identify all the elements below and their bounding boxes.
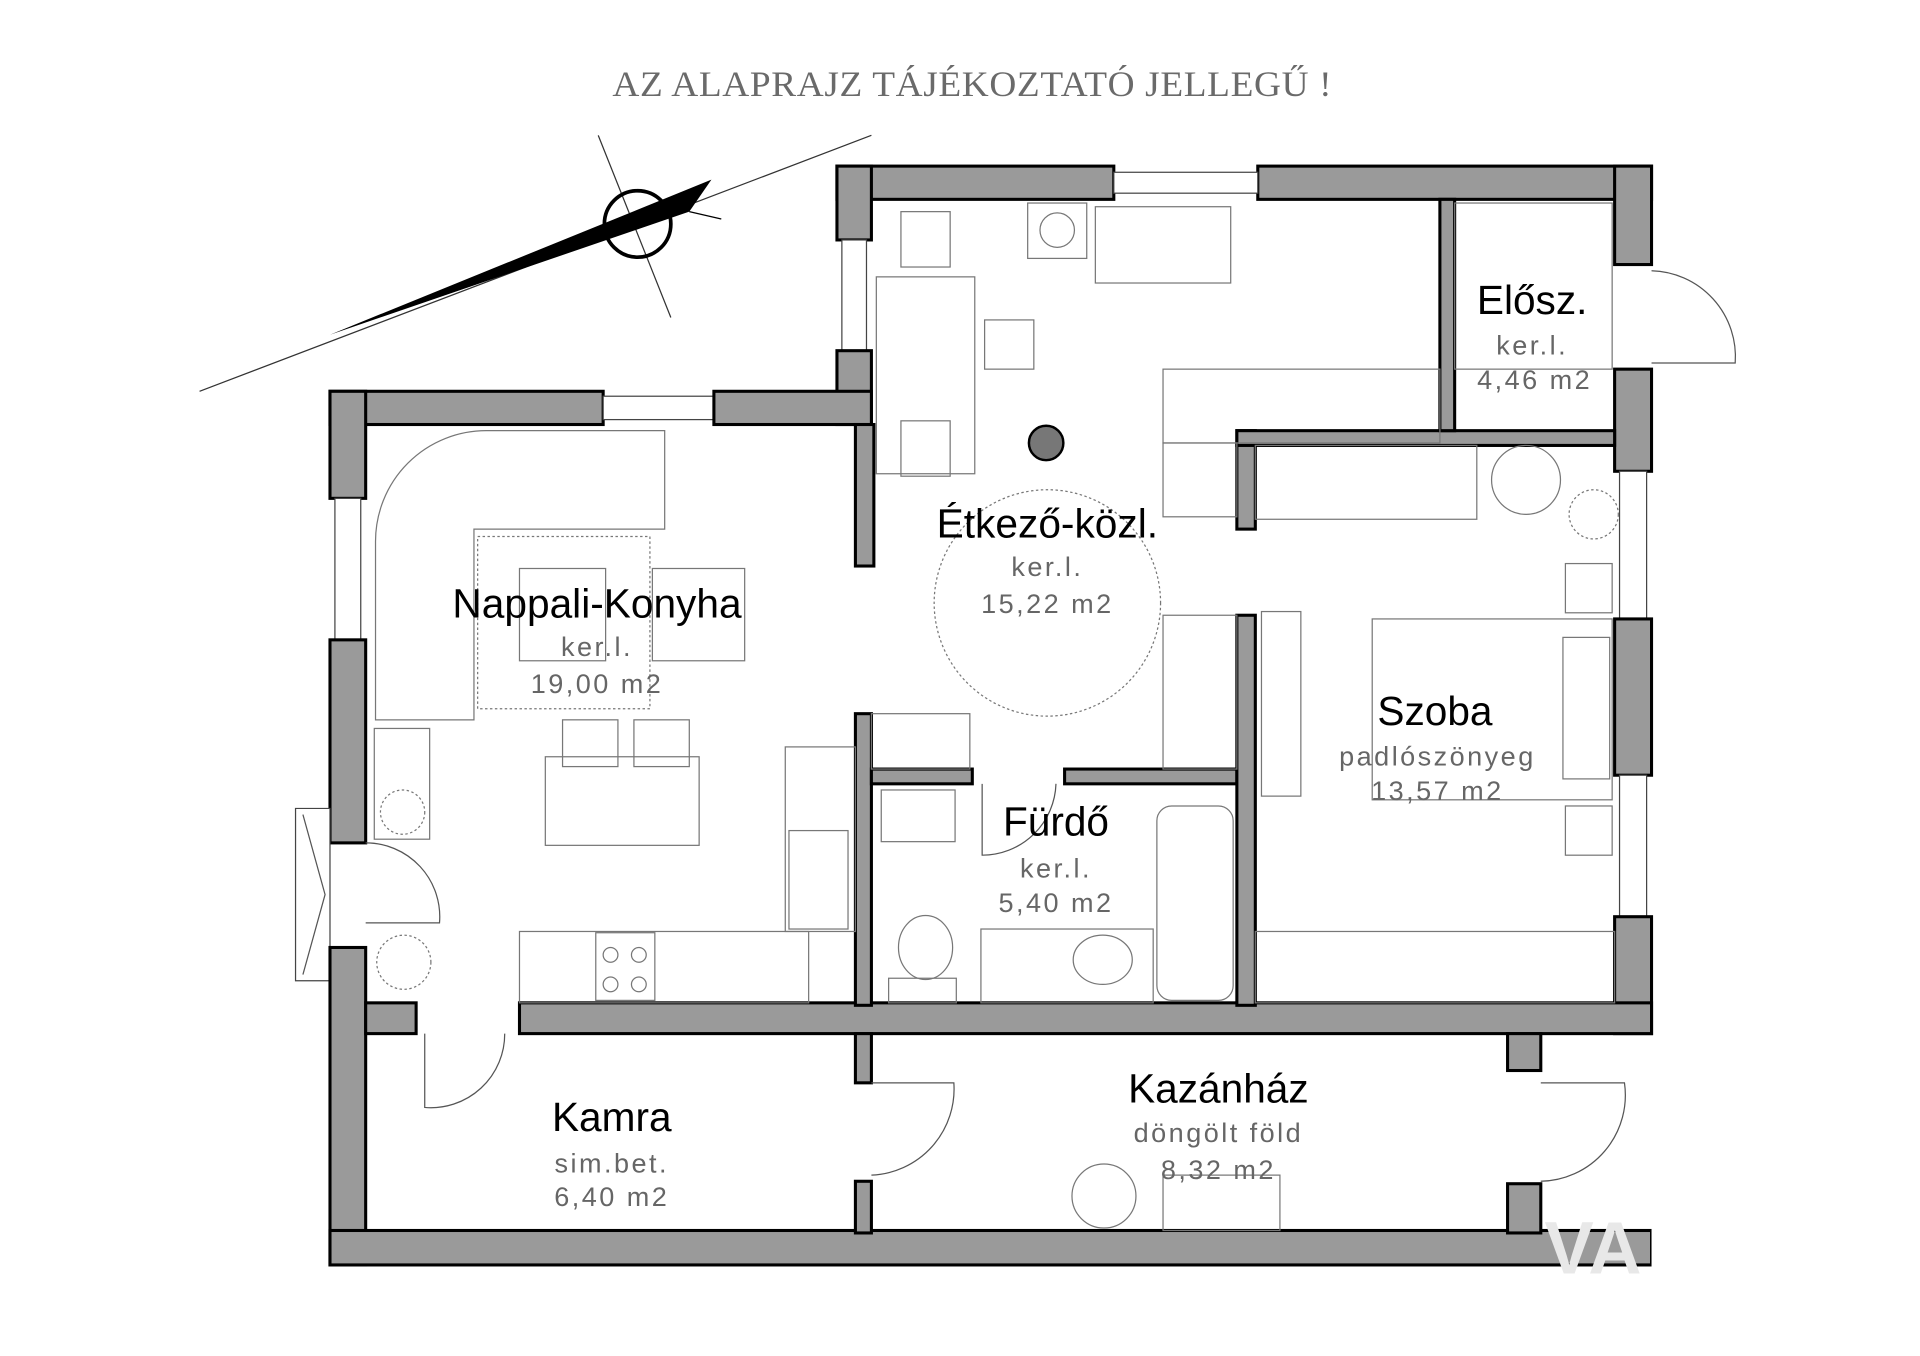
room-floor: ker.l. (1011, 551, 1083, 582)
room-area: 6,40 m2 (554, 1181, 669, 1212)
room-furdo: Fürdő ker.l. 5,40 m2 (998, 799, 1113, 918)
room-name: Nappali-Konyha (452, 581, 742, 627)
plan-title: AZ ALAPRAJZ TÁJÉKOZTATÓ JELLEGŰ ! (612, 64, 1332, 104)
north-arrow-icon (199, 134, 872, 392)
room-szoba: Szoba padlószönyeg 13,57 m2 (1339, 688, 1536, 806)
room-area: 4,46 m2 (1477, 364, 1592, 395)
room-area: 5,40 m2 (998, 887, 1113, 918)
room-floor: ker.l. (1020, 852, 1092, 883)
room-name: Elősz. (1477, 277, 1588, 323)
room-name: Kamra (552, 1094, 672, 1140)
room-floor: döngölt föld (1134, 1117, 1303, 1148)
room-kamra: Kamra sim.bet. 6,40 m2 (552, 1094, 672, 1212)
room-eloszoba: Elősz. ker.l. 4,46 m2 (1477, 277, 1592, 395)
room-name: Szoba (1377, 688, 1493, 734)
room-area: 19,00 m2 (531, 668, 664, 699)
room-floor: ker.l. (1496, 329, 1568, 360)
room-floor: sim.bet. (555, 1148, 669, 1179)
room-name: Kazánház (1128, 1066, 1309, 1112)
furniture (365, 202, 1737, 1232)
watermark: VA (1544, 1207, 1641, 1290)
room-kazanhaz: Kazánház döngölt föld 8,32 m2 (1128, 1066, 1309, 1185)
room-nappali-konyha: Nappali-Konyha ker.l. 19,00 m2 (452, 581, 742, 699)
room-name: Étkező-közl. (937, 501, 1158, 547)
room-area: 15,22 m2 (981, 588, 1114, 619)
room-floor: ker.l. (561, 631, 633, 662)
room-floor: padlószönyeg (1339, 740, 1536, 771)
room-area: 8,32 m2 (1161, 1154, 1276, 1185)
room-area: 13,57 m2 (1371, 775, 1504, 806)
room-name: Fürdő (1003, 799, 1109, 845)
room-etkezo-kozl: Étkező-közl. ker.l. 15,22 m2 (937, 501, 1158, 619)
